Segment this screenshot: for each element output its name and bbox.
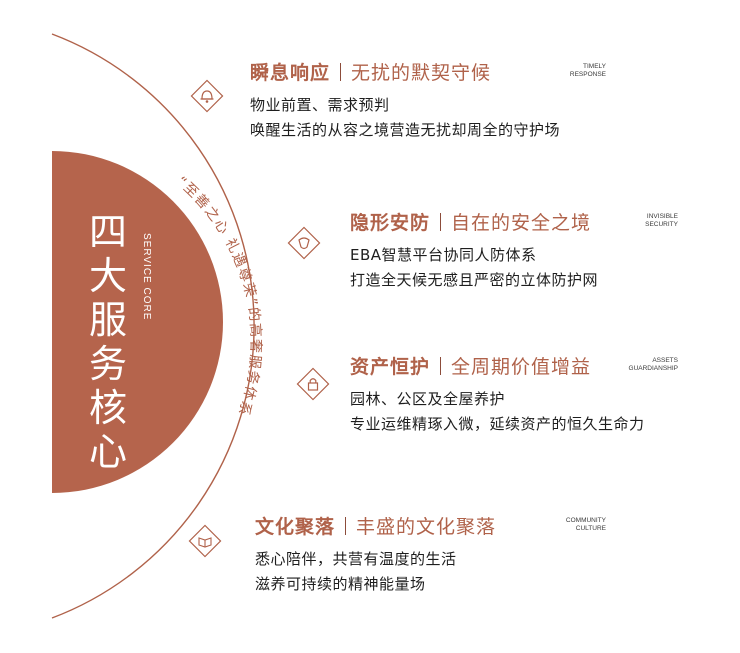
item-line: 唤醒生活的从容之境营造无扰却周全的守护场 xyxy=(250,121,561,139)
book-icon xyxy=(188,524,222,558)
item-title: 隐形安防 xyxy=(350,212,431,234)
title-divider xyxy=(440,356,442,375)
item-tag-en: ASSETS GUARDIANSHIP xyxy=(628,357,678,372)
item-line: 专业运维精琢入微，延续资产的恒久生命力 xyxy=(350,415,645,433)
title-divider xyxy=(345,516,347,535)
lock-icon xyxy=(296,367,330,401)
service-item-invisible-security: 隐形安防 自在的安全之境 EBA智慧平台协同人防体系 打造全天候无感且严密的立体… xyxy=(350,208,598,293)
item-line: 悉心陪伴，共营有温度的生活 xyxy=(255,550,457,568)
item-subtitle: 丰盛的文化聚落 xyxy=(356,516,497,538)
item-line: 滋养可持续的精神能量场 xyxy=(255,575,426,593)
item-line: EBA智慧平台协同人防体系 xyxy=(350,246,537,264)
item-line: 园林、公区及全屋养护 xyxy=(350,390,506,408)
item-tag-en: TIMELY RESPONSE xyxy=(569,63,606,78)
core-title-en: SERVICE CORE xyxy=(141,233,152,321)
outer-arc xyxy=(51,33,255,619)
item-title: 瞬息响应 xyxy=(250,62,331,84)
bell-icon xyxy=(190,79,224,113)
core-half-disc xyxy=(52,151,223,493)
core-title: 四 大 服 务 核 心 xyxy=(88,210,127,474)
service-item-assets-guardianship: 资产恒护 全周期价值增益 园林、公区及全屋养护 专业运维精琢入微，延续资产的恒久… xyxy=(350,352,645,437)
service-item-community-culture: 文化聚落 丰盛的文化聚落 悉心陪伴，共营有温度的生活 滋养可持续的精神能量场 xyxy=(255,512,496,597)
item-subtitle: 自在的安全之境 xyxy=(451,212,592,234)
service-item-timely-response: 瞬息响应 无扰的默契守候 物业前置、需求预判 唤醒生活的从容之境营造无扰却周全的… xyxy=(250,58,560,143)
item-title: 文化聚落 xyxy=(255,516,336,538)
item-subtitle: 无扰的默契守候 xyxy=(351,62,492,84)
item-subtitle: 全周期价值增益 xyxy=(451,356,592,378)
title-divider xyxy=(340,62,342,81)
item-line: 打造全天候无感且严密的立体防护网 xyxy=(350,271,599,289)
title-divider xyxy=(440,212,442,231)
item-tag-en: INVISIBLE SECURITY xyxy=(645,213,678,228)
item-line: 物业前置、需求预判 xyxy=(250,96,390,114)
item-tag-en: COMMUNITY CULTURE xyxy=(565,517,606,532)
item-title: 资产恒护 xyxy=(350,356,431,378)
shield-icon xyxy=(287,226,321,260)
